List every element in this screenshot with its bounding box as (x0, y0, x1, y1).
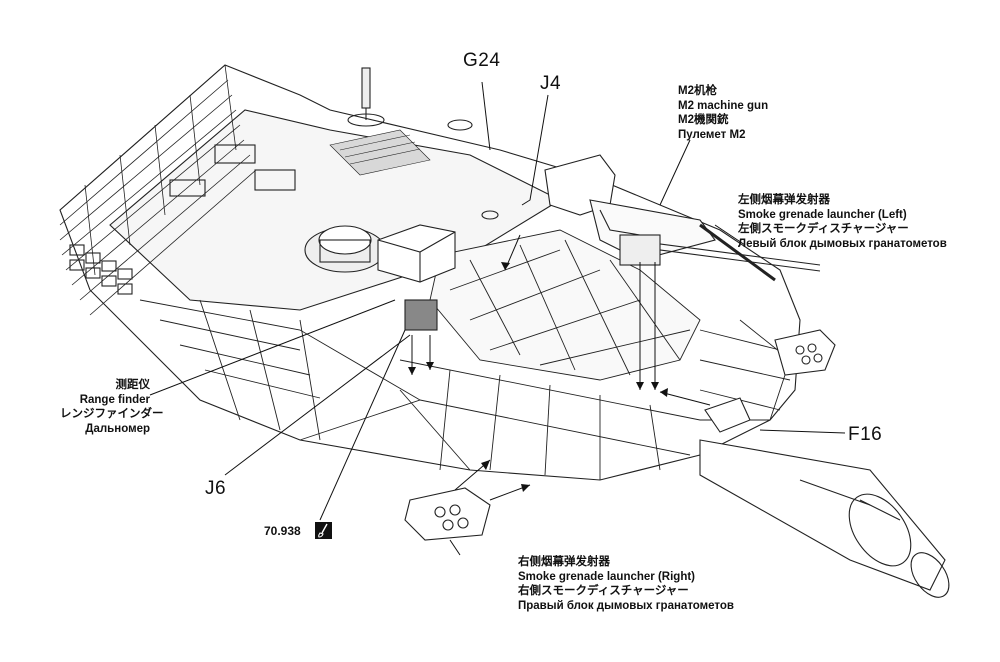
leader-j6 (224, 334, 411, 476)
label-rangefinder-en: Range finder (79, 393, 150, 406)
roof-grille (329, 129, 431, 176)
roof-hatches (169, 119, 499, 220)
label-smoke-left-en: Smoke grenade launcher (Left) (738, 208, 907, 221)
label-smoke-right-en: Smoke grenade launcher (Right) (518, 570, 696, 583)
label-smoke-left-jp: 左側スモークディスチャージャー (738, 223, 909, 236)
arrowhead-2 (636, 382, 644, 390)
label-m2-jp: M2機関銃 (678, 114, 729, 127)
leader-paint (319, 329, 406, 521)
label-rangefinder-ru: Дальномер (85, 423, 150, 436)
turret-outline (59, 64, 801, 481)
label-rangefinder-jp: レンジファインダー (60, 408, 164, 421)
label-smoke-right-jp: 右側スモークディスチャージャー (518, 585, 689, 598)
leader-g24 (481, 81, 491, 151)
callout-f16: F16 (848, 424, 883, 445)
armor-plates-left (139, 299, 471, 471)
paintbrush-icon (315, 522, 332, 539)
arrowhead-4 (408, 367, 416, 375)
leader-smoke-left (714, 224, 746, 246)
arrowhead-5 (426, 362, 434, 370)
smoke-launcher-right (404, 487, 491, 541)
paint-code: 70.938 (264, 524, 301, 538)
leader-f16 (759, 429, 846, 434)
arrowhead-7 (521, 484, 530, 492)
paintbrush-glyph (318, 523, 328, 538)
label-smoke-right: 右侧烟幕弹发射器 Smoke grenade launcher (Right) … (518, 555, 734, 614)
rangefinder-box (377, 224, 456, 331)
leader-smoke-right (449, 539, 461, 556)
leader-rangefinder (149, 299, 396, 396)
arrowhead-1 (501, 262, 510, 270)
arrowhead-6 (481, 460, 490, 470)
side-blocks (69, 244, 133, 295)
callout-j6: J6 (205, 478, 227, 499)
label-rangefinder: 测距仪 Range finder レンジファインダー Дальномер (60, 378, 164, 437)
label-m2: M2机枪 M2 machine gun M2機関銃 Пулемет M2 (678, 84, 768, 143)
leader-m2 (659, 139, 691, 206)
label-smoke-left: 左侧烟幕弹发射器 Smoke grenade launcher (Left) 左… (738, 193, 947, 252)
arrow-f16 (659, 391, 711, 406)
label-smoke-right-cn: 右侧烟幕弹发射器 (518, 556, 610, 568)
smoke-launcher-left (774, 329, 836, 376)
label-rangefinder-cn: 测距仪 (115, 379, 151, 391)
arrowhead-3 (651, 382, 659, 390)
callout-j4: J4 (540, 73, 562, 94)
label-smoke-left-cn: 左侧烟幕弹发射器 (738, 194, 830, 206)
arrowhead-8 (660, 388, 668, 397)
antenna (347, 67, 385, 127)
callout-g24: G24 (463, 50, 501, 71)
commander-cupola (304, 225, 386, 273)
label-smoke-right-ru: Правый блок дымовых гранатометов (518, 600, 735, 613)
m2-machine-gun (544, 154, 821, 282)
main-gun-barrel (699, 439, 950, 598)
armor-plates-center (429, 229, 701, 381)
part-f16 (704, 397, 751, 433)
label-smoke-left-ru: Левый блок дымовых гранатометов (738, 238, 947, 251)
label-m2-ru: Пулемет M2 (678, 129, 746, 142)
label-m2-en: M2 machine gun (678, 99, 769, 112)
label-m2-cn: M2机枪 (678, 85, 717, 97)
leader-j4 (521, 94, 549, 206)
